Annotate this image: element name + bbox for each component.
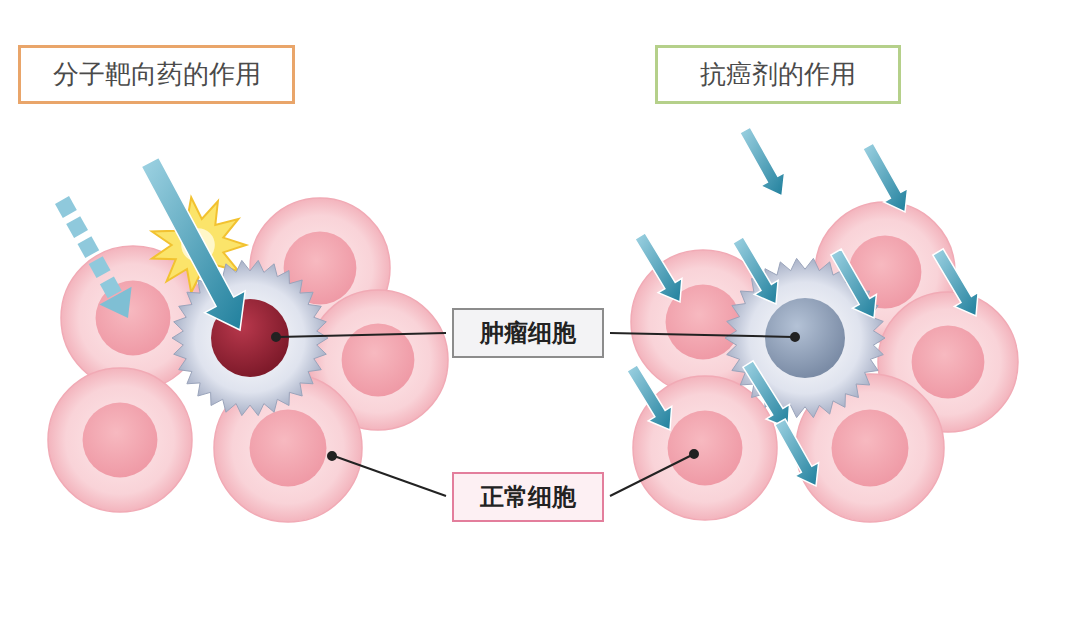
tumor-nucleus <box>765 298 845 378</box>
normal-cell <box>48 368 192 512</box>
drug-arrow <box>743 361 790 428</box>
leader-dot <box>690 450 698 458</box>
tumor-cell <box>172 260 328 415</box>
leader-line <box>278 333 446 337</box>
cell-nucleus <box>250 410 327 487</box>
cell-label: 肿瘤细胞 <box>480 317 576 349</box>
cell-cluster <box>48 198 448 523</box>
cell-nucleus <box>832 410 909 487</box>
arrow-dash <box>89 256 111 278</box>
label-box: 肿瘤细胞 <box>452 308 604 358</box>
drug-arrow <box>863 143 908 212</box>
arrow-head <box>99 287 131 318</box>
drug-arrow <box>733 237 778 304</box>
leader-line <box>334 456 446 496</box>
drug-arrows <box>55 127 978 486</box>
panel-title-box: 分子靶向药的作用 <box>18 45 295 104</box>
panel-title: 抗癌剂的作用 <box>700 57 856 92</box>
panel-title-box: 抗癌剂的作用 <box>655 45 901 104</box>
cell-nucleus <box>912 326 985 399</box>
arrow-dash <box>55 196 77 218</box>
leader-line <box>610 333 793 337</box>
drug-arrow <box>740 127 785 196</box>
cell-nucleus <box>83 403 158 478</box>
drug-arrow <box>775 419 819 486</box>
panel-title: 分子靶向药的作用 <box>53 57 261 92</box>
leader-dot <box>272 333 280 341</box>
drug-arrow <box>831 249 877 318</box>
drug-arrow <box>933 249 978 316</box>
drug-arrow <box>141 157 245 330</box>
cell-nucleus <box>668 411 743 486</box>
label-box: 正常细胞 <box>452 472 604 522</box>
leader-dot <box>328 452 336 460</box>
leader-dot <box>791 333 799 341</box>
cell-label: 正常细胞 <box>480 481 576 513</box>
drug-arrow <box>635 233 682 302</box>
drug-arrow <box>627 365 672 430</box>
cell-cluster <box>631 202 1018 522</box>
arrow-dash <box>66 216 88 238</box>
leader-line <box>610 455 692 496</box>
arrow-dash <box>78 236 100 258</box>
